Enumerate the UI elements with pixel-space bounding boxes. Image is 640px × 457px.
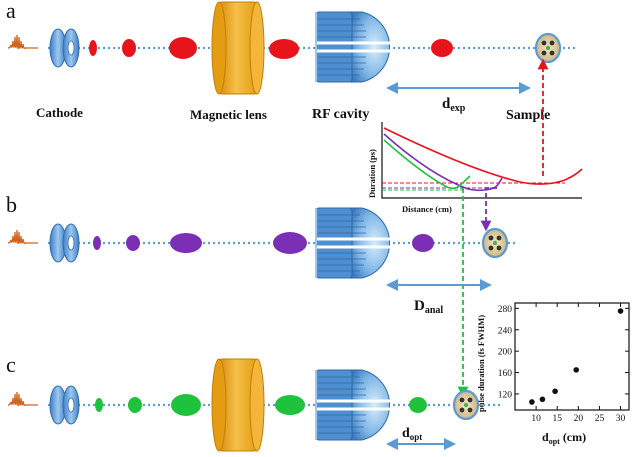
cathode-label: Cathode	[36, 105, 83, 120]
panel-label-c: c	[6, 352, 16, 377]
sample-label: Sample	[506, 108, 550, 123]
electron-pulse	[273, 232, 307, 254]
panel-label-b: b	[6, 192, 17, 217]
electron-pulse	[93, 236, 101, 250]
y-tick-label: 240	[498, 326, 513, 336]
electron-pulse	[89, 40, 97, 56]
rf-cavity-icon	[314, 206, 392, 280]
y-tick-label: 280	[498, 305, 513, 315]
scatter-point	[617, 308, 624, 314]
d-opt-label: dopt	[402, 426, 422, 442]
duration-chart-ylabel: Duration (ps)	[367, 149, 377, 198]
x-tick-label: 20	[574, 414, 584, 424]
scatter-point	[573, 367, 580, 373]
duration-chart: Duration (ps) Distance (cm)	[367, 122, 583, 214]
rf-cavity-label: RF cavity	[312, 107, 369, 122]
scatter-plot-frame	[514, 302, 630, 411]
scatter-ylabel: pulse duration (fs FWHM)	[476, 315, 486, 412]
x-tick-label: 25	[595, 414, 605, 424]
duration-series-line	[383, 133, 503, 192]
cathode-icon	[49, 223, 80, 263]
electron-pulse	[412, 234, 434, 252]
scatter-point	[552, 388, 558, 395]
row-b: Danal	[7, 206, 518, 316]
pulse-duration-scatter-chart: 10 15 20 25 30 120 160 200 240 280 pulse duration…	[476, 302, 630, 446]
x-tick-label: 10	[531, 414, 541, 424]
magnetic-lens-icon	[211, 1, 265, 95]
electron-pulse	[431, 39, 453, 57]
electron-pulse	[269, 39, 299, 59]
panel-label-a: a	[6, 0, 16, 23]
cathode-icon	[49, 385, 80, 425]
duration-series-line	[383, 127, 583, 185]
electron-pulse	[170, 233, 202, 253]
duration-chart-xlabel: Distance (cm)	[402, 204, 452, 214]
sample-icon	[452, 389, 480, 421]
rf-cavity-icon	[314, 10, 392, 84]
scatter-xlabel: dopt (cm)	[542, 430, 586, 446]
y-tick-label: 120	[498, 390, 513, 400]
electron-pulse	[126, 235, 140, 251]
laser-pulse-icon	[7, 34, 38, 50]
duration-series-line	[383, 139, 471, 190]
electron-pulse	[409, 397, 427, 413]
scatter-point	[539, 396, 546, 403]
magnetic-lens-icon	[211, 358, 265, 452]
d-exp-label: dexp	[442, 96, 466, 114]
duration-chart-axes	[381, 122, 582, 199]
y-tick-label: 200	[498, 348, 513, 358]
sample-icon	[481, 227, 509, 259]
electron-pulse	[171, 394, 201, 416]
electron-pulse	[122, 39, 136, 57]
x-tick-label: 30	[616, 414, 626, 424]
electron-pulse	[95, 398, 103, 412]
laser-pulse-icon	[7, 229, 38, 245]
d-anal-label: Danal	[414, 298, 443, 316]
sample-icon	[534, 32, 562, 64]
electron-pulse	[275, 395, 305, 415]
cathode-icon	[49, 28, 80, 68]
laser-pulse-icon	[7, 391, 38, 407]
row-c: dopt	[7, 358, 500, 452]
electron-pulse	[128, 397, 142, 413]
scatter-point	[529, 399, 535, 405]
y-tick-label: 160	[498, 369, 513, 379]
electron-pulse	[169, 37, 197, 59]
row-a: dexp Cathode Magnetic lens RF cavity Sam…	[7, 1, 578, 123]
rf-cavity-icon	[314, 368, 392, 442]
x-tick-label: 15	[552, 414, 562, 424]
magnetic-lens-label: Magnetic lens	[190, 107, 267, 122]
purple-guide-arrow	[480, 187, 497, 232]
